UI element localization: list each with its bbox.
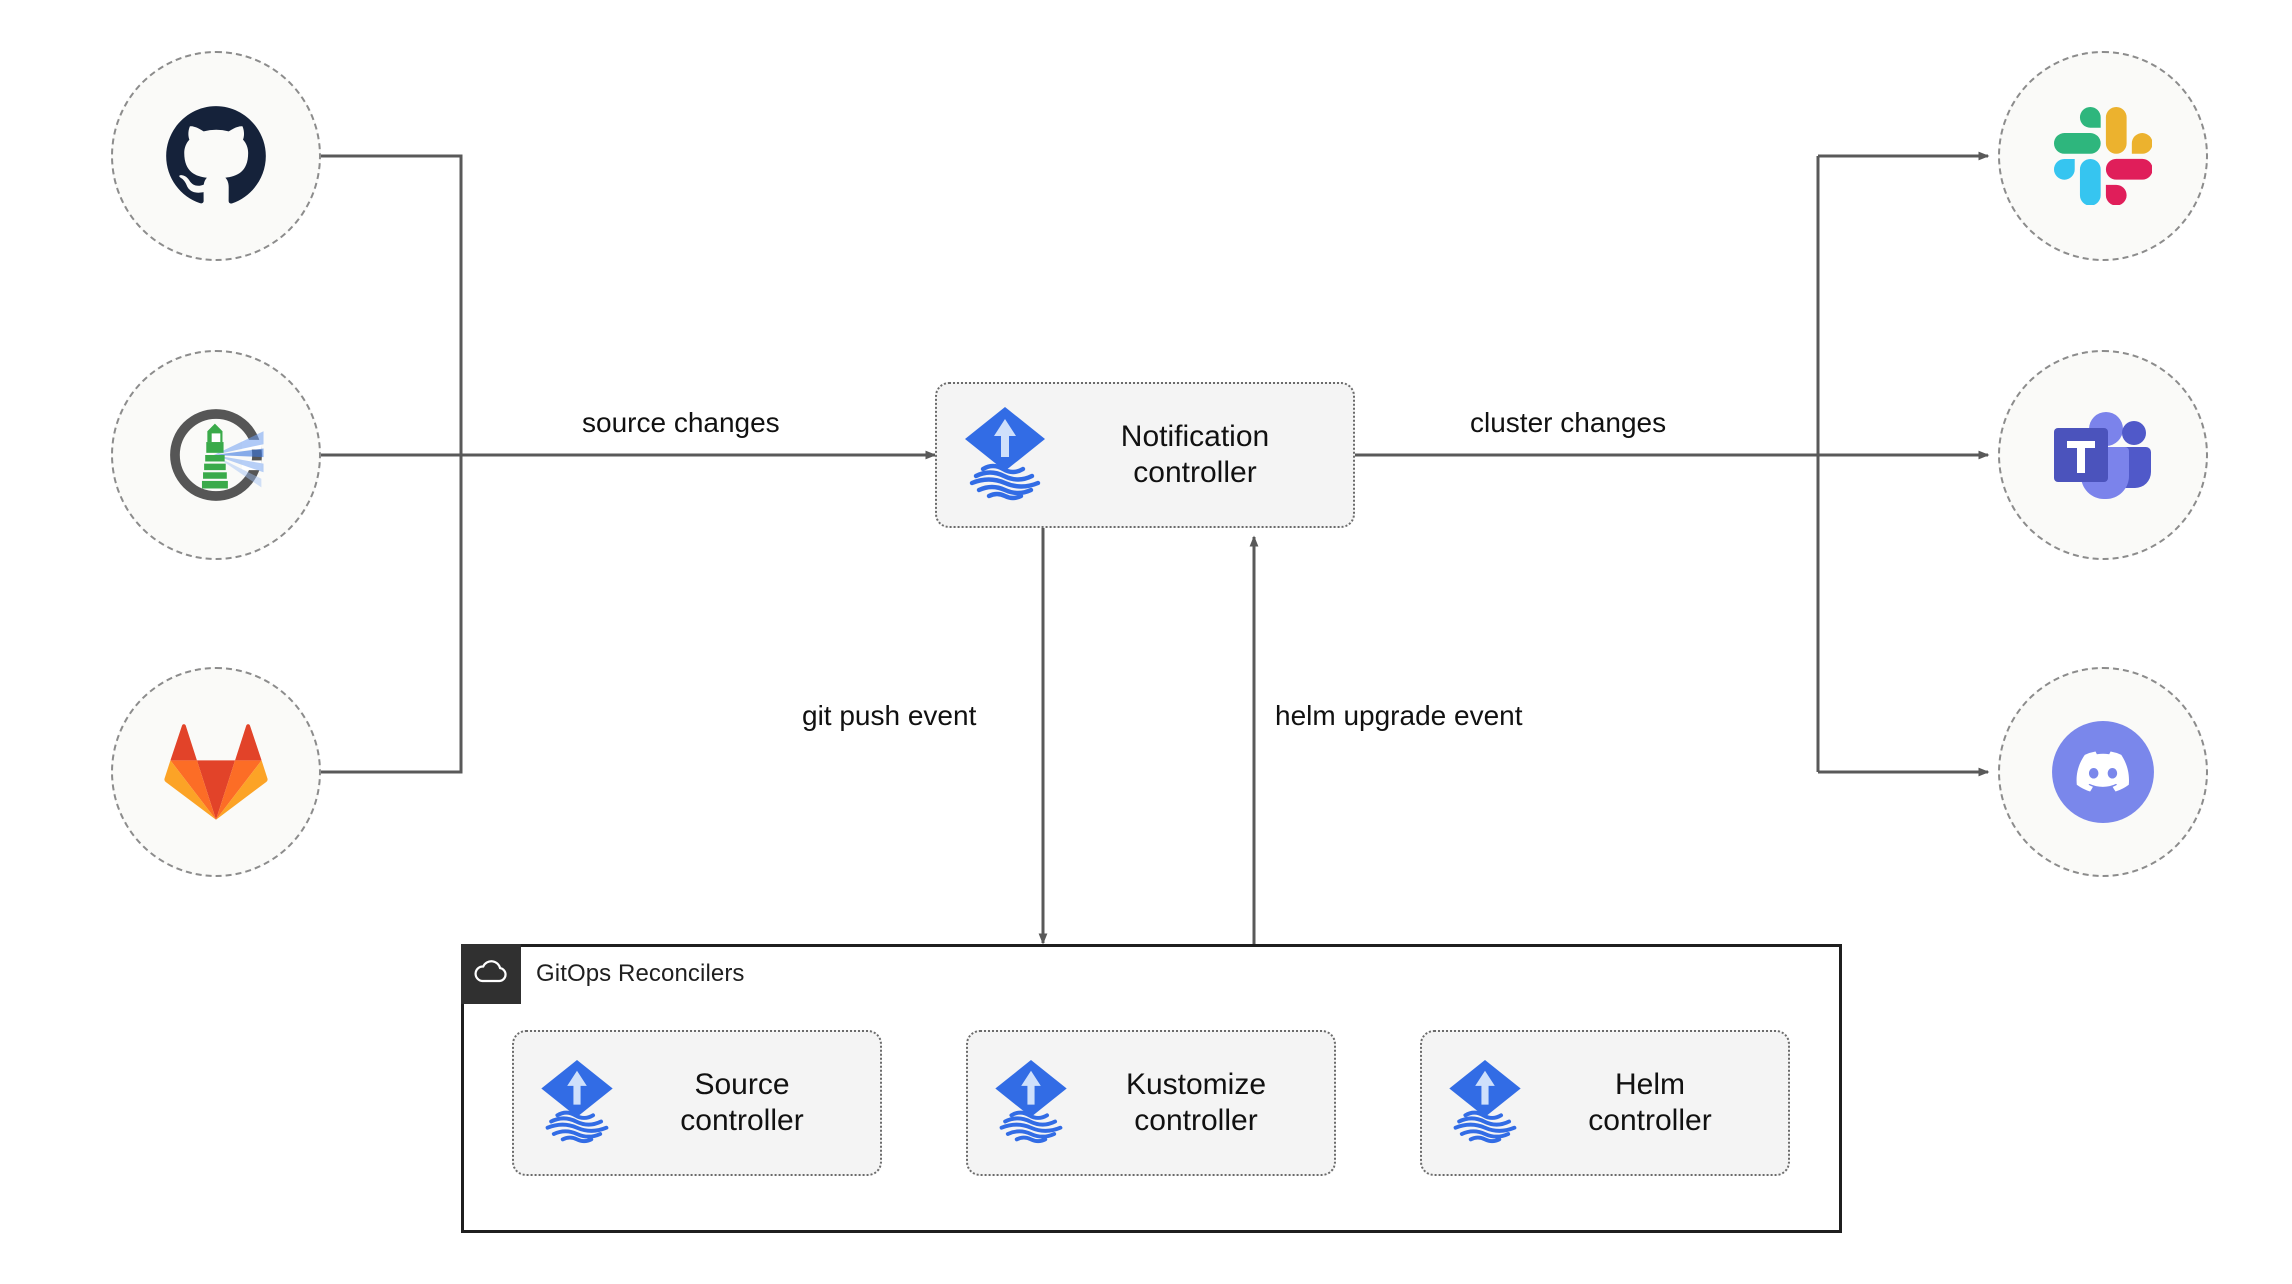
edge-label-git-push-event: git push event — [802, 700, 977, 731]
source-controller-box[interactable]: Source controller — [512, 1030, 882, 1176]
notification-controller-box[interactable]: Notification controller — [935, 382, 1355, 528]
source-node-gitlab[interactable] — [111, 667, 321, 877]
flux-logo-icon — [990, 1055, 1072, 1152]
helm-controller-box[interactable]: Helm controller — [1420, 1030, 1790, 1176]
destination-node-slack[interactable] — [1998, 51, 2208, 261]
notification-controller-label: Notification controller — [1120, 420, 1270, 489]
cloud-icon — [473, 959, 509, 990]
flux-logo-icon — [1444, 1055, 1526, 1152]
source-node-flux[interactable] — [111, 350, 321, 560]
destination-node-teams[interactable] — [1998, 350, 2208, 560]
slack-icon — [2054, 107, 2152, 205]
flux-lighthouse-icon — [162, 401, 270, 509]
edge-label-source-changes: source changes — [582, 407, 780, 438]
github-icon — [164, 104, 268, 208]
kustomize-controller-box[interactable]: Kustomize controller — [966, 1030, 1336, 1176]
helm-controller-label: Helm controller — [1588, 1068, 1712, 1137]
gitops-group-tab — [461, 944, 521, 1004]
flux-logo-icon — [536, 1055, 618, 1152]
flux-logo-icon — [959, 403, 1051, 508]
gitlab-icon — [163, 722, 269, 822]
source-node-github[interactable] — [111, 51, 321, 261]
source-controller-label: Source controller — [680, 1068, 804, 1137]
kustomize-controller-label: Kustomize controller — [1125, 1068, 1267, 1137]
edge-label-cluster-changes: cluster changes — [1470, 407, 1667, 438]
destination-node-discord[interactable] — [1998, 667, 2208, 877]
microsoft-teams-icon — [2051, 406, 2155, 504]
discord-icon — [2051, 720, 2155, 824]
gitops-group-title: GitOps Reconcilers — [536, 960, 745, 987]
edge-label-helm-upgrade-event: helm upgrade event — [1275, 700, 1523, 731]
